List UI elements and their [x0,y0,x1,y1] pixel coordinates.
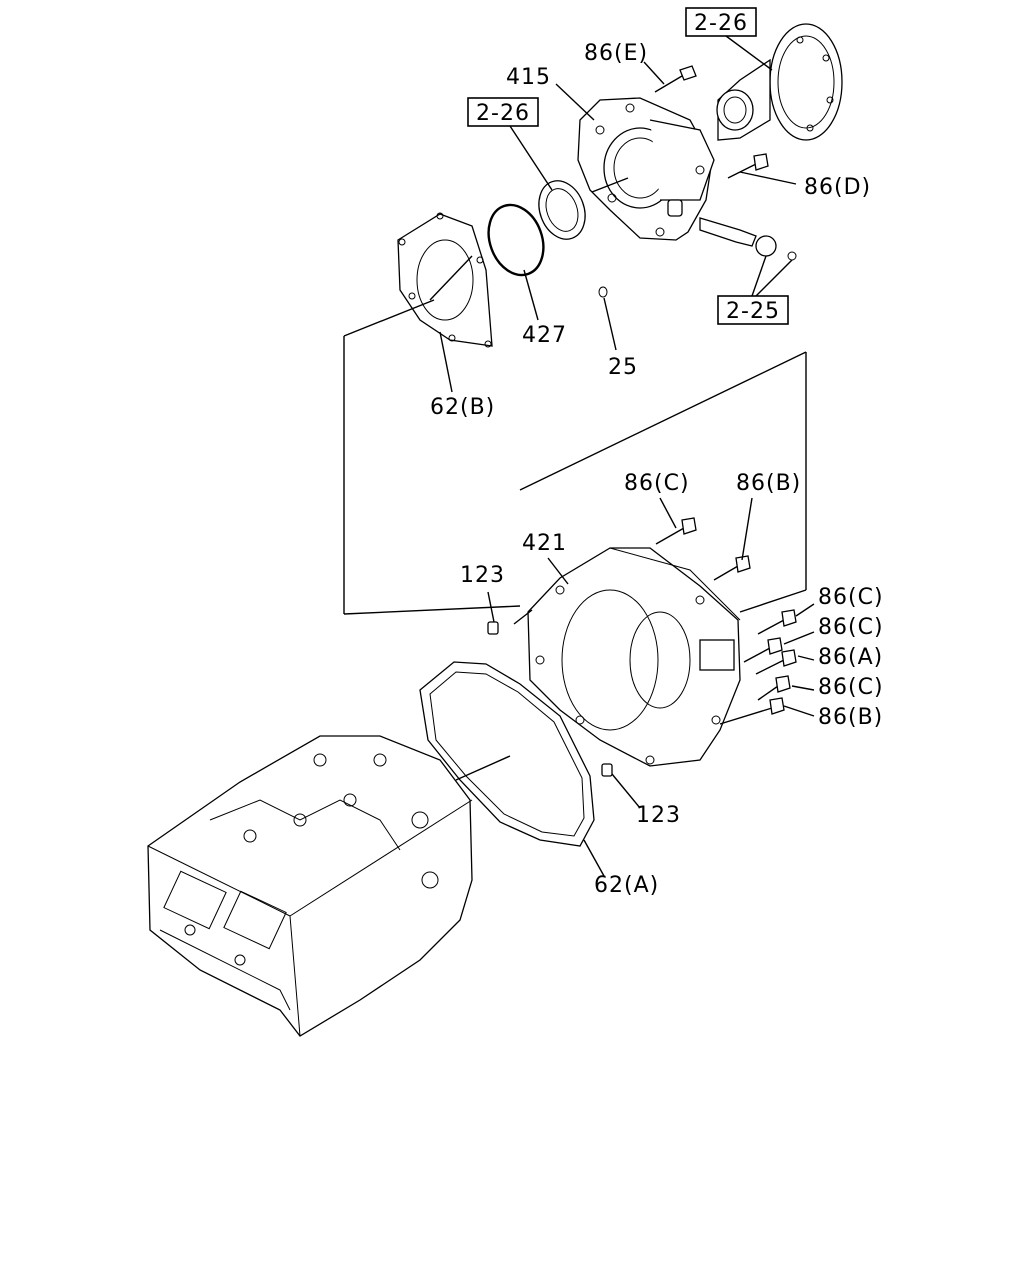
bolt-86D [727,153,769,179]
output-flange [716,23,843,141]
ring-25 [598,286,608,298]
ref-2-25-label: 2-25 [726,299,780,324]
leader-lines [429,35,815,877]
gasket-62B [397,212,493,348]
label-62A: 62(A) [594,873,659,898]
oil-seal [538,180,586,240]
label-62B: 62(B) [430,395,495,420]
label-123-b: 123 [636,803,681,828]
label-86C-b: 86(C) [818,585,884,610]
reference-box-2-26-top[interactable]: 2-26 [685,7,757,37]
label-86C-c: 86(C) [818,615,884,640]
clutch-housing-421 [527,547,741,767]
rear-cover-415 [577,97,715,241]
reference-box-2-25[interactable]: 2-25 [717,295,789,325]
label-123-a: 123 [460,563,505,588]
reference-box-2-26-mid[interactable]: 2-26 [467,97,539,127]
ref-2-26-top-label: 2-26 [694,11,748,36]
label-427: 427 [522,323,567,348]
label-86E: 86(E) [584,41,648,66]
o-ring-427 [487,203,545,277]
sensor-2-25 [699,217,797,261]
label-86D: 86(D) [804,175,871,200]
housing-bolts [655,517,797,725]
label-86C-a: 86(C) [624,471,690,496]
label-86B-a: 86(B) [736,471,801,496]
bolt-86E [654,65,697,93]
label-86A: 86(A) [818,645,883,670]
dowel-pins-123 [487,621,613,777]
label-86B-b: 86(B) [818,705,883,730]
label-86C-d: 86(C) [818,675,884,700]
transmission-case [147,735,473,1037]
ref-2-26-mid-label: 2-26 [476,101,530,126]
label-25: 25 [608,355,638,380]
label-421: 421 [522,531,567,556]
label-415: 415 [506,65,551,90]
assembly-frame-lines [343,299,807,615]
